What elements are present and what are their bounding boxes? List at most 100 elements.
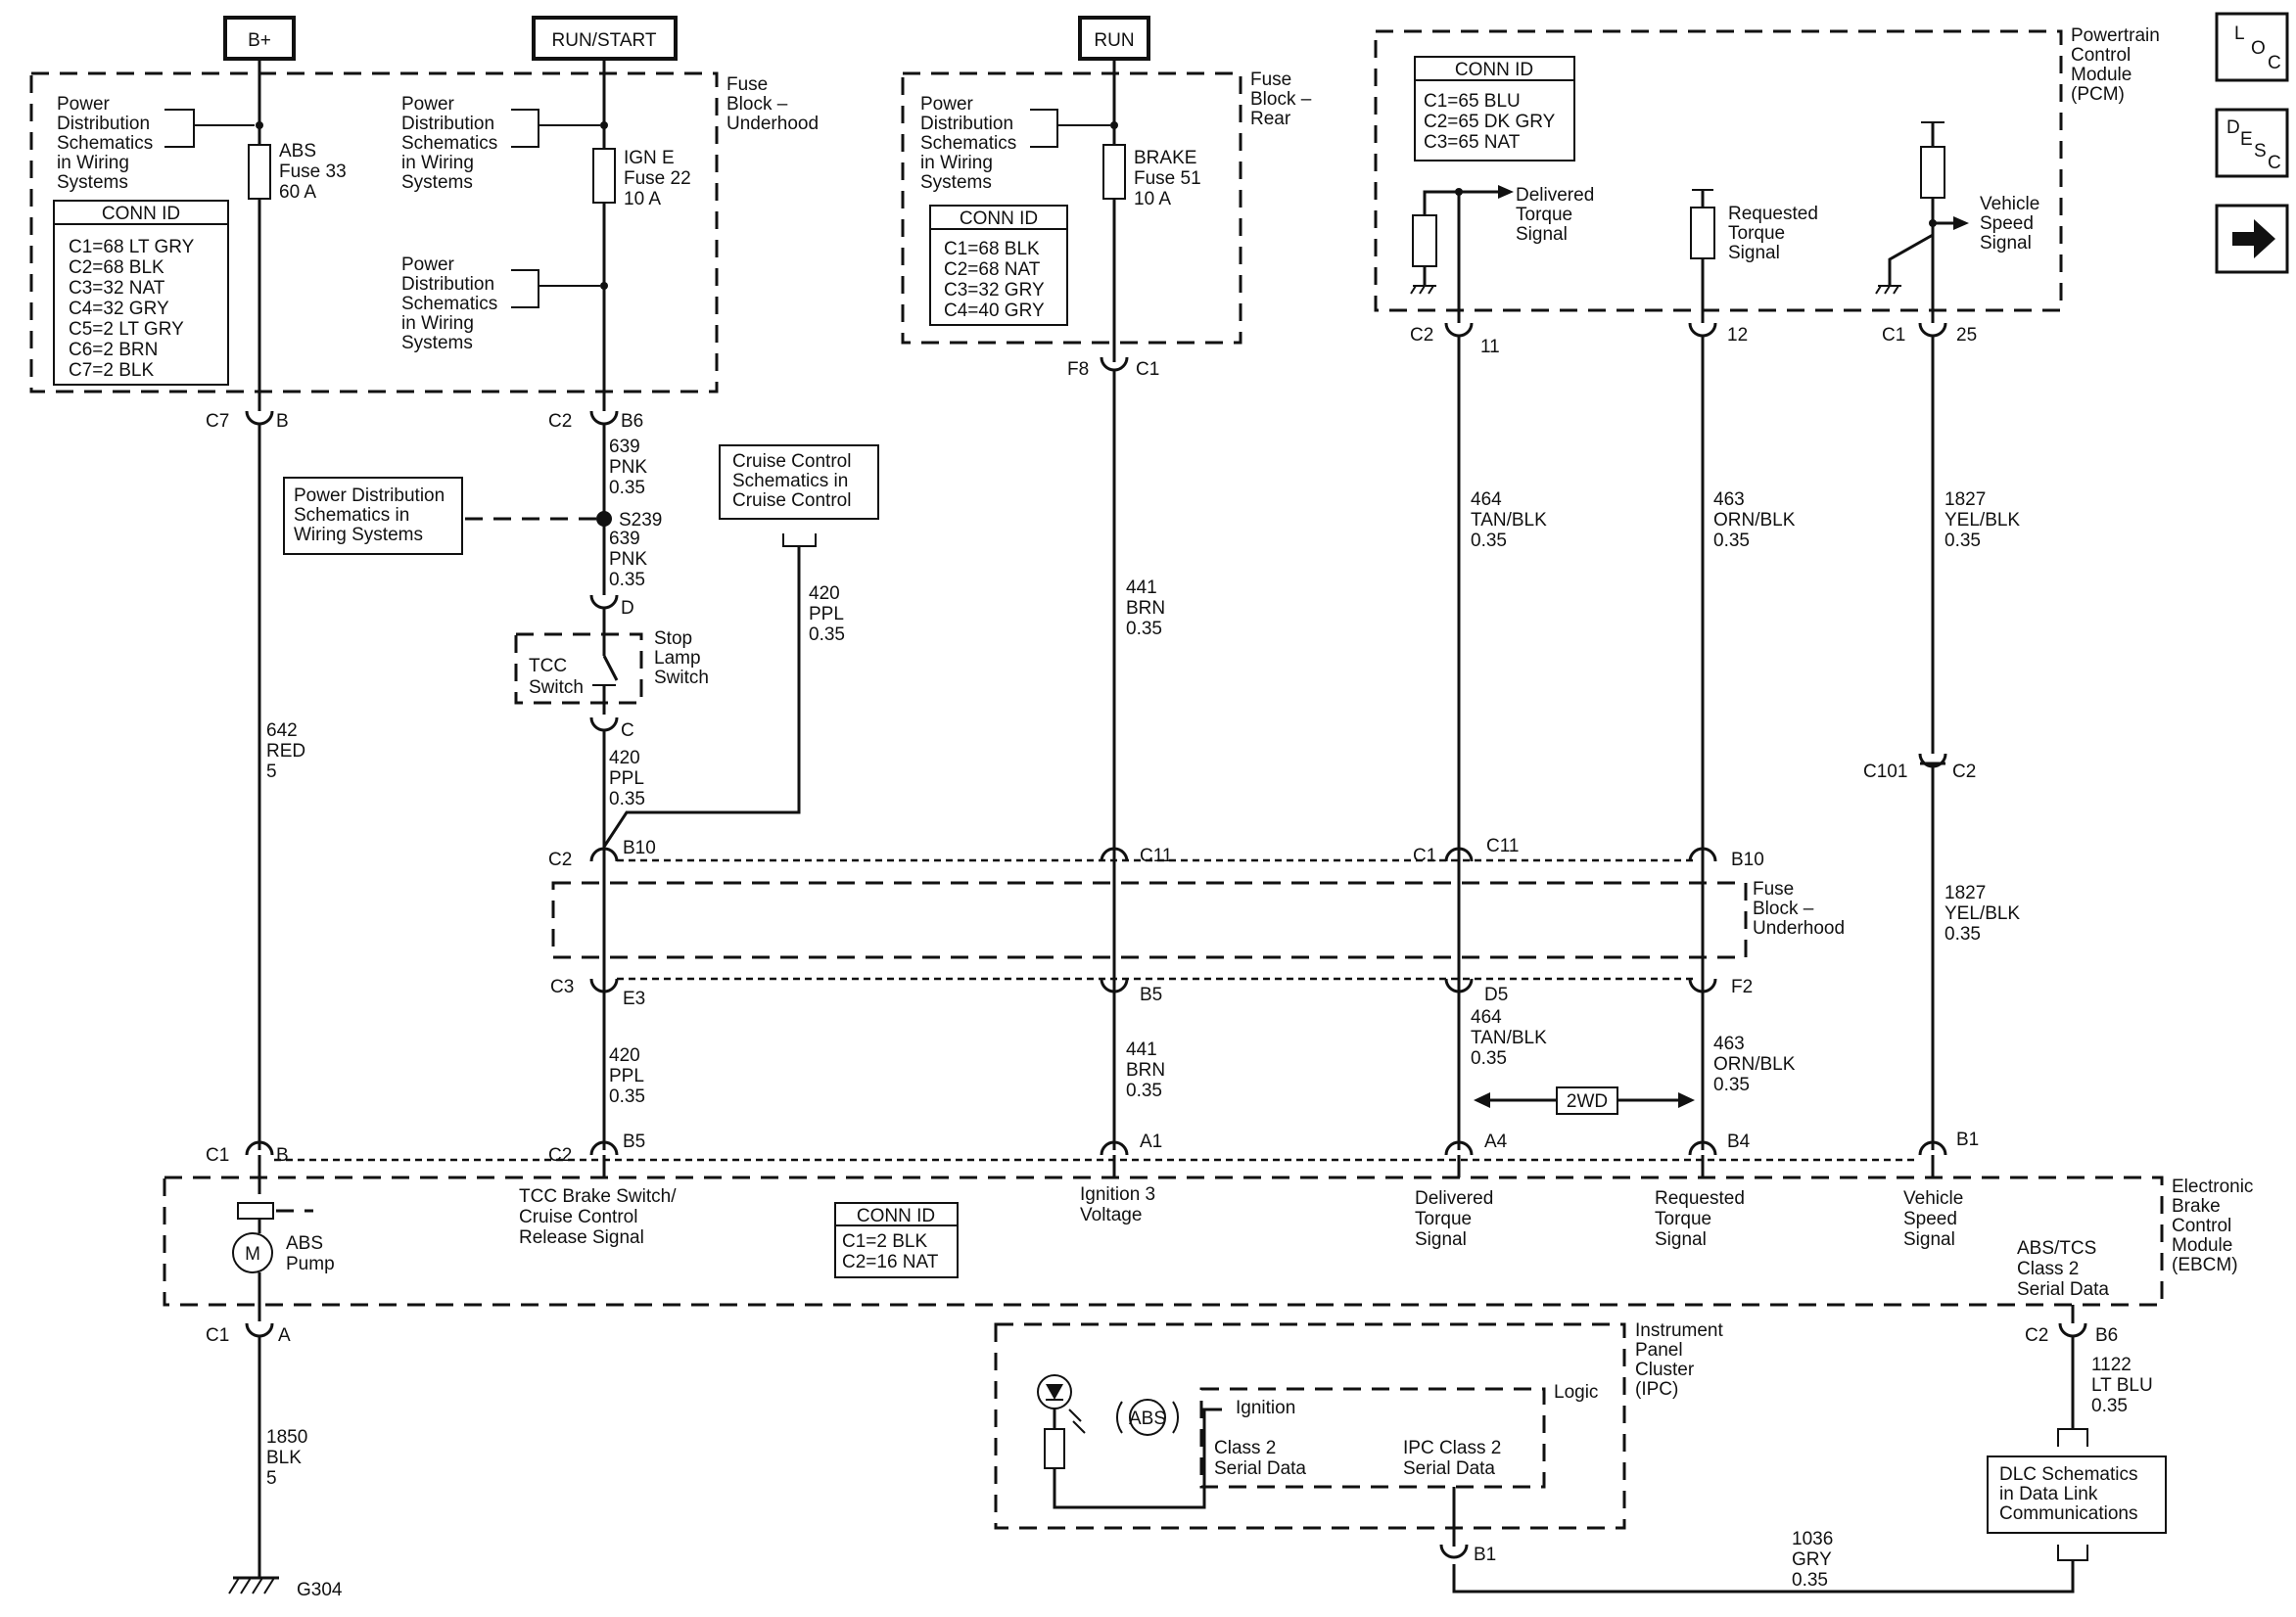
- svg-text:Systems: Systems: [920, 172, 992, 193]
- svg-text:O: O: [2251, 38, 2266, 59]
- power-distribution-box[interactable]: Power Distribution Schematics in Wiring …: [283, 477, 463, 555]
- svg-text:Distribution: Distribution: [401, 114, 494, 134]
- svg-text:0.35: 0.35: [1126, 619, 1162, 639]
- svg-text:C1=68 LT GRY: C1=68 LT GRY: [69, 237, 195, 257]
- abs-warning-lamp-icon: [1037, 1374, 1222, 1509]
- svg-text:Electronic: Electronic: [2172, 1177, 2253, 1197]
- abs-telltale-icon: ABS: [1115, 1399, 1180, 1436]
- svg-text:Schematics in: Schematics in: [732, 471, 848, 491]
- svg-text:Signal: Signal: [1516, 224, 1568, 245]
- svg-text:Lamp: Lamp: [654, 648, 701, 669]
- connector-pcm-c1-25: C1 25: [1882, 322, 1977, 346]
- svg-text:C1=65 BLU: C1=65 BLU: [1424, 91, 1521, 112]
- ipc-ignition-label: Ignition: [1236, 1398, 1295, 1418]
- svg-text:C6=2 BRN: C6=2 BRN: [69, 340, 158, 360]
- ground-icon: [228, 1576, 279, 1594]
- connector-pcm-c2-11: C2 11: [1410, 322, 1500, 357]
- wire-label-1122: 1122 LT BLU 0.35: [2091, 1355, 2153, 1416]
- svg-text:Torque: Torque: [1728, 223, 1785, 244]
- svg-text:CONN ID: CONN ID: [1455, 60, 1533, 80]
- connector-ebcm-b4: B4: [1688, 1132, 1751, 1156]
- abs-fuse-icon: [248, 144, 271, 200]
- svg-text:Schematics in: Schematics in: [294, 505, 409, 526]
- svg-text:C2: C2: [548, 411, 572, 432]
- svg-text:D: D: [621, 598, 634, 619]
- svg-text:25: 25: [1956, 325, 1977, 346]
- ebcm-ignition-label: Ignition 3 Voltage: [1080, 1184, 1155, 1225]
- svg-text:Switch: Switch: [529, 677, 584, 698]
- svg-text:Power: Power: [920, 94, 974, 115]
- power-distribution-reference-1: Power Distribution Schematics in Wiring …: [57, 94, 153, 193]
- ebcm-serial-data-label: ABS/TCS Class 2 Serial Data: [2017, 1238, 2109, 1300]
- svg-text:D5: D5: [1484, 985, 1508, 1005]
- svg-text:1122: 1122: [2091, 1355, 2132, 1375]
- conn-id-table-rear: CONN ID C1=68 BLK C2=68 NAT C3=32 GRY C4…: [929, 205, 1068, 326]
- svg-text:BRN: BRN: [1126, 1060, 1165, 1081]
- svg-text:Schematics: Schematics: [920, 133, 1016, 154]
- svg-text:IGN E: IGN E: [624, 148, 675, 168]
- supply-run: RUN: [1078, 16, 1150, 61]
- svg-text:C2=68 NAT: C2=68 NAT: [944, 259, 1041, 280]
- cruise-control-box[interactable]: Cruise Control Schematics in Cruise Cont…: [719, 444, 879, 520]
- svg-text:5: 5: [266, 762, 277, 782]
- ebcm-requested-torque-label: Requested Torque Signal: [1655, 1188, 1745, 1250]
- svg-text:1827: 1827: [1945, 489, 1986, 510]
- svg-text:Power: Power: [401, 94, 455, 115]
- svg-text:ORN/BLK: ORN/BLK: [1713, 510, 1796, 531]
- svg-text:Switch: Switch: [654, 668, 709, 688]
- next-page-button[interactable]: [2215, 204, 2289, 274]
- svg-text:0.35: 0.35: [2091, 1396, 2128, 1416]
- ipc-outline: [994, 1322, 1626, 1530]
- svg-text:(IPC): (IPC): [1635, 1379, 1678, 1400]
- svg-text:E: E: [2240, 129, 2253, 150]
- svg-text:Cruise Control: Cruise Control: [732, 490, 851, 511]
- splice-s239: [596, 511, 612, 527]
- svg-text:463: 463: [1713, 489, 1745, 510]
- svg-text:Signal: Signal: [1655, 1229, 1707, 1250]
- fuse-block-underhood-label: Fuse Block – Underhood: [726, 74, 819, 134]
- brake-fuse-label: BRAKE Fuse 51 10 A: [1134, 148, 1201, 209]
- svg-text:B1: B1: [1956, 1130, 1979, 1150]
- svg-text:Delivered: Delivered: [1516, 185, 1594, 206]
- svg-text:Serial Data: Serial Data: [1403, 1458, 1495, 1479]
- pcm-requested-torque-circuit: [1690, 189, 1715, 323]
- svg-text:B10: B10: [623, 838, 656, 858]
- ebcm-tcc-signal-label: TCC Brake Switch/ Cruise Control Release…: [519, 1186, 677, 1248]
- svg-text:441: 441: [1126, 578, 1157, 598]
- svg-text:1850: 1850: [266, 1427, 307, 1448]
- svg-text:C1: C1: [206, 1325, 229, 1346]
- desc-button[interactable]: D E S C: [2215, 108, 2289, 178]
- connector-c1-a: C1 A: [206, 1322, 291, 1346]
- svg-text:Powertrain: Powertrain: [2071, 25, 2160, 46]
- svg-text:Power Distribution: Power Distribution: [294, 485, 445, 506]
- svg-text:TCC: TCC: [529, 656, 567, 676]
- svg-text:464: 464: [1471, 489, 1502, 510]
- svg-text:B5: B5: [1140, 985, 1162, 1005]
- svg-text:Fuse 51: Fuse 51: [1134, 168, 1201, 189]
- svg-text:ABS: ABS: [1129, 1409, 1166, 1429]
- svg-text:0.35: 0.35: [1713, 1075, 1750, 1095]
- wire-label-464-a: 464 TAN/BLK 0.35: [1471, 489, 1547, 551]
- svg-text:PPL: PPL: [609, 1066, 644, 1086]
- svg-text:Control: Control: [2172, 1216, 2231, 1236]
- svg-text:PNK: PNK: [609, 549, 647, 570]
- dlc-schematics-box[interactable]: DLC Schematics in Data Link Communicatio…: [1987, 1455, 2167, 1534]
- svg-text:Systems: Systems: [401, 333, 473, 353]
- conn-id-table-ebcm: CONN ID C1=2 BLK C2=16 NAT: [834, 1202, 959, 1278]
- svg-text:B+: B+: [248, 30, 271, 51]
- svg-text:TCC Brake Switch/: TCC Brake Switch/: [519, 1186, 677, 1207]
- conn-id-table-pcm: CONN ID C1=65 BLU C2=65 DK GRY C3=65 NAT: [1414, 56, 1575, 162]
- fuse-block-underhood-lower-outline: [551, 881, 1748, 959]
- wire-label-463-a: 463 ORN/BLK 0.35: [1713, 489, 1796, 551]
- connector-c7-b: C7 B: [206, 410, 289, 432]
- loc-button[interactable]: L O C: [2215, 12, 2289, 82]
- svg-text:PNK: PNK: [609, 457, 647, 478]
- svg-text:Fuse: Fuse: [1250, 69, 1291, 90]
- svg-text:0.35: 0.35: [1126, 1081, 1162, 1101]
- wire-label-464-b: 464 TAN/BLK 0.35: [1471, 1007, 1547, 1069]
- svg-text:in Data Link: in Data Link: [1999, 1484, 2098, 1504]
- connector-ebcm-a4: A4: [1444, 1132, 1508, 1156]
- svg-text:Vehicle: Vehicle: [1980, 194, 2039, 214]
- svg-text:Block –: Block –: [1250, 89, 1312, 110]
